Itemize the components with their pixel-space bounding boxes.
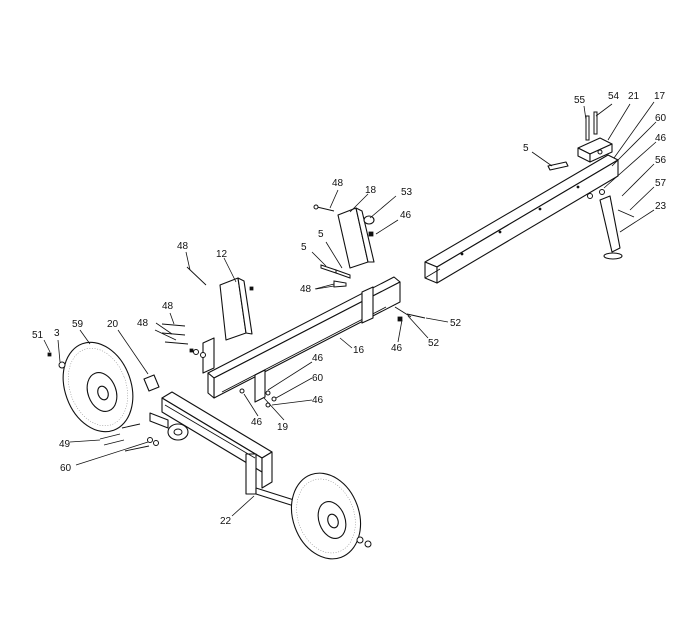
callout-46: 46	[400, 210, 412, 221]
callout-53: 53	[401, 187, 413, 198]
callout-46: 46	[312, 395, 324, 406]
callout-48: 48	[162, 301, 174, 312]
callout-17: 17	[654, 91, 666, 102]
callout-5: 5	[318, 229, 324, 240]
callout-48: 48	[300, 284, 312, 295]
mount-plates	[202, 286, 374, 403]
callout-54: 54	[608, 91, 620, 102]
extension-tube	[424, 154, 619, 284]
callout-51: 51	[32, 330, 44, 341]
callout-46: 46	[391, 343, 403, 354]
jack-stand	[587, 189, 635, 260]
callout-19: 19	[277, 422, 289, 433]
callout-46: 46	[312, 353, 324, 364]
callout-59: 59	[72, 319, 84, 330]
callout-20: 20	[107, 319, 119, 330]
pins-54-55	[547, 111, 598, 171]
callout-48: 48	[137, 318, 149, 329]
hub-assembly	[149, 412, 189, 441]
callout-labels: 55 54 21 17 60 46 5 56 57 23 48 18 53 46…	[32, 91, 667, 527]
upright-posts	[219, 207, 375, 341]
callout-46: 46	[655, 133, 667, 144]
callout-60: 60	[60, 463, 72, 474]
callout-46: 46	[251, 417, 263, 428]
callout-48: 48	[177, 241, 189, 252]
axle-frame	[161, 391, 295, 507]
callout-48: 48	[332, 178, 344, 189]
callout-52: 52	[450, 318, 462, 329]
wheel-left	[62, 341, 134, 433]
callout-49: 49	[59, 439, 71, 450]
wheel-right	[290, 472, 372, 560]
callout-55: 55	[574, 95, 586, 106]
callout-56: 56	[655, 155, 667, 166]
callout-60: 60	[312, 373, 324, 384]
callout-5: 5	[523, 143, 529, 154]
tongue-tube	[207, 276, 401, 399]
callout-3: 3	[54, 328, 60, 339]
callout-57: 57	[655, 178, 667, 189]
callout-5: 5	[301, 242, 307, 253]
callout-23: 23	[655, 201, 667, 212]
callout-12: 12	[216, 249, 228, 260]
leader-lines	[43, 101, 657, 517]
clevis-bracket	[577, 137, 613, 163]
callout-60: 60	[655, 113, 667, 124]
callout-21: 21	[628, 91, 640, 102]
callout-22: 22	[220, 516, 232, 527]
spacer	[143, 374, 160, 392]
callout-18: 18	[365, 185, 377, 196]
callout-16: 16	[353, 345, 365, 356]
callout-52: 52	[428, 338, 440, 349]
